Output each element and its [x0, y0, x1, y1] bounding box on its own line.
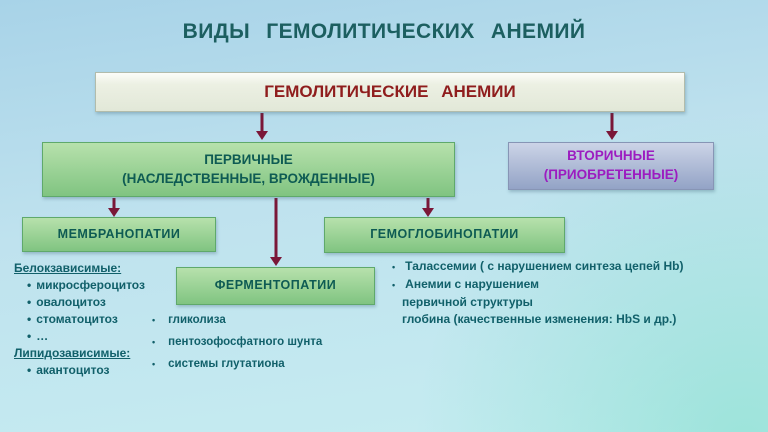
fermentopathies-box: ФЕРМЕНТОПАТИИ: [176, 267, 375, 305]
hemoglobinopathies-box-label: ГЕМОГЛОБИНОПАТИИ: [370, 227, 519, 242]
list-item-label: микросфероцитоз: [36, 278, 145, 292]
list-item-continuation: первичной структуры: [402, 295, 533, 309]
bullet-icon: •: [152, 337, 156, 347]
bullet-icon: •: [152, 315, 156, 325]
list-item-label: Анемии с нарушением: [405, 277, 540, 291]
fermentopathy-items: • гликолиза • пентозофосфатного шунта • сис…: [152, 309, 387, 375]
list-item-label: Талассемии ( с нарушением синтеза цепей …: [405, 259, 684, 273]
list-item: • гликолиза: [152, 309, 387, 331]
primary-box-label-line2: (НАСЛЕДСТВЕННЫЕ, ВРОЖДЕННЫЕ): [122, 170, 375, 186]
bullet-icon: •: [27, 363, 32, 377]
fermentopathies-box-label: ФЕРМЕНТОПАТИИ: [214, 278, 337, 293]
arrow-root-to-secondary: [605, 113, 619, 140]
list-item: • Анемии с нарушением: [392, 276, 732, 294]
bullet-icon: •: [392, 262, 396, 272]
protein-dependent-group-title: Белокзависимые:: [14, 261, 122, 275]
membranopathies-box: МЕМБРАНОПАТИИ: [22, 217, 216, 252]
root-box-hemolytic-anemias: ГЕМОЛИТИЧЕСКИЕ АНЕМИИ: [95, 72, 685, 112]
list-item-continuation: глобина (качественные изменения: HbS и д…: [402, 312, 677, 326]
list-item-label: акантоцитоз: [36, 363, 110, 377]
bullet-icon: •: [392, 280, 396, 290]
list-item-label: …: [36, 329, 49, 343]
bullet-icon: •: [152, 359, 156, 369]
list-item: • системы глутатиона: [152, 353, 387, 375]
slide-title: ВИДЫ ГЕМОЛИТИЧЕСКИХ АНЕМИЙ: [182, 20, 586, 43]
membranopathies-detail-list: Белокзависимые: • микросфероцитоз • овалоц…: [14, 260, 184, 379]
bullet-icon: •: [27, 312, 32, 326]
list-item-label: овалоцитоз: [36, 295, 106, 309]
secondary-box: ВТОРИЧНЫЕ (ПРИОБРЕТЕННЫЕ): [508, 142, 714, 190]
root-box-label: ГЕМОЛИТИЧЕСКИЕ АНЕМИИ: [264, 82, 516, 102]
list-item: • пентозофосфатного шунта: [152, 331, 387, 353]
list-item-label: системы глутатиона: [168, 358, 285, 370]
bullet-icon: •: [27, 295, 32, 309]
secondary-box-label-line1: ВТОРИЧНЫЕ: [567, 148, 655, 164]
list-item: •…: [27, 328, 184, 345]
arrow-primary-to-membranopathies: [107, 198, 121, 217]
fermentopathies-detail-list: • гликолиза • пентозофосфатного шунта • сис…: [152, 309, 387, 375]
lipid-dependent-group-title: Липидозависимые:: [14, 346, 131, 360]
membranopathies-box-label: МЕМБРАНОПАТИИ: [57, 226, 181, 241]
list-item-label: гликолиза: [168, 314, 226, 326]
list-item-label: стоматоцитоз: [36, 312, 118, 326]
arrow-root-to-primary: [255, 113, 269, 140]
bullet-icon: •: [27, 329, 32, 343]
list-item-label: пентозофосфатного шунта: [168, 336, 323, 348]
hemoglobinopathies-detail-list: • Талассемии ( с нарушением синтеза цепей…: [392, 258, 732, 328]
list-item: • стоматоцитоз: [27, 311, 184, 328]
list-item: • Талассемии ( с нарушением синтеза цепей…: [392, 258, 732, 276]
secondary-box-label-line2: (ПРИОБРЕТЕННЫЕ): [543, 167, 679, 182]
list-item: • овалоцитоз: [27, 294, 184, 311]
arrow-primary-to-hemoglobinopathies: [421, 198, 435, 217]
primary-box-label-line1: ПЕРВИЧНЫЕ: [204, 151, 293, 167]
arrow-primary-to-fermentopathies: [269, 198, 283, 266]
lipid-dependent-items: • акантоцитоз: [14, 362, 184, 379]
bullet-icon: •: [27, 278, 32, 292]
hemoglobinopathy-items: • Талассемии ( с нарушением синтеза цепей…: [392, 258, 732, 294]
primary-box: ПЕРВИЧНЫЕ (НАСЛЕДСТВЕННЫЕ, ВРОЖДЕННЫЕ): [42, 142, 455, 197]
hemoglobinopathies-box: ГЕМОГЛОБИНОПАТИИ: [324, 217, 565, 253]
protein-dependent-items: • микросфероцитоз • овалоцитоз • стоматоцит…: [14, 277, 184, 345]
list-item: • акантоцитоз: [27, 362, 184, 379]
list-item: • микросфероцитоз: [27, 277, 184, 294]
